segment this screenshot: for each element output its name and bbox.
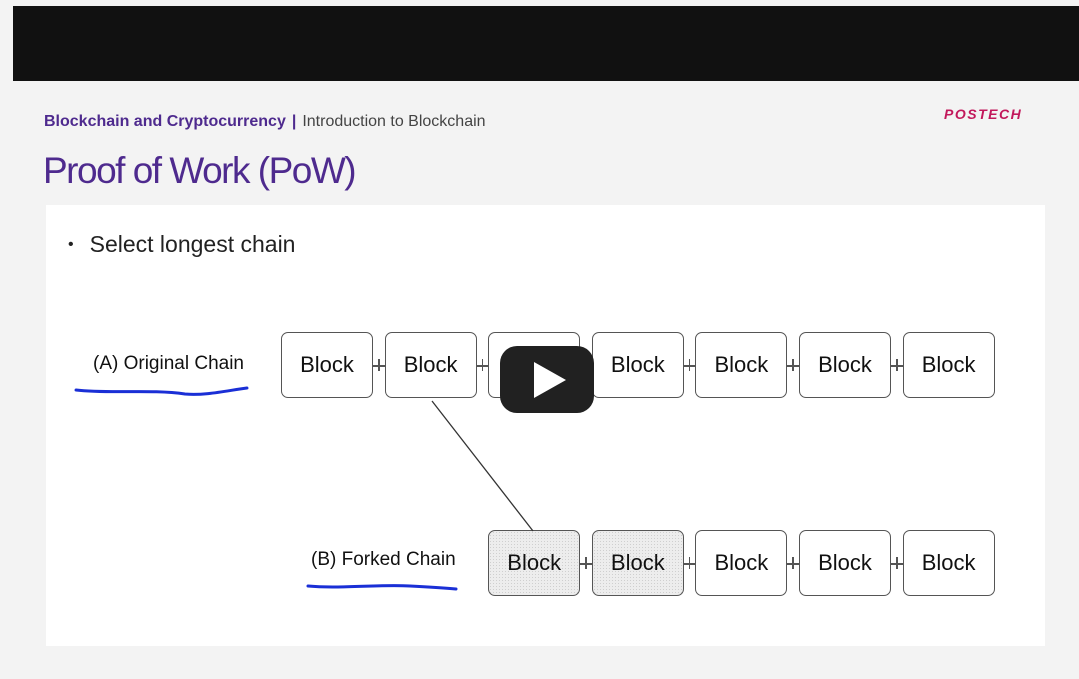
lecture-name: Introduction to Blockchain — [302, 113, 486, 130]
postech-logo: POSTECH — [944, 106, 1023, 122]
bullet-item: • Select longest chain — [68, 231, 295, 258]
original-chain-block: Block — [799, 332, 891, 398]
bullet-dot: • — [68, 236, 74, 253]
underline-forked — [306, 584, 458, 591]
forked-chain-block: Block — [799, 530, 891, 596]
slide-content: • Select longest chain (A) Original Chain… — [46, 205, 1045, 646]
forked-chain-connector-tick — [896, 557, 898, 569]
play-icon — [534, 361, 566, 398]
forked-chain-connector-tick — [585, 557, 587, 569]
original-chain-connector-tick — [378, 359, 380, 371]
breadcrumb-separator: | — [291, 113, 297, 130]
page-title: Proof of Work (PoW) — [43, 150, 357, 191]
original-chain-block: Block — [281, 332, 373, 398]
play-button[interactable] — [500, 346, 594, 413]
original-chain-connector-tick — [481, 359, 484, 371]
bullet-text: Select longest chain — [89, 231, 296, 257]
original-chain-block: Block — [695, 332, 788, 398]
video-top-bar — [13, 6, 1079, 81]
forked-chain-connector-tick — [688, 557, 691, 569]
original-chain-label: (A) Original Chain — [93, 353, 244, 374]
course-name: Blockchain and Cryptocurrency — [44, 113, 286, 130]
original-chain-block: Block — [591, 332, 684, 398]
forked-chain-block: Block — [488, 530, 581, 596]
original-chain-connector-tick — [688, 359, 691, 371]
forked-chain-block: Block — [695, 530, 788, 596]
original-chain-block: Block — [902, 332, 995, 398]
forked-chain-label: (B) Forked Chain — [311, 549, 456, 570]
forked-chain-connector-tick — [792, 557, 794, 569]
forked-chain-block: Block — [902, 530, 995, 596]
breadcrumb: Blockchain and Cryptocurrency | Introducti… — [44, 113, 486, 131]
forked-chain-block: Block — [591, 530, 684, 596]
underline-original — [74, 386, 249, 396]
original-chain-connector-tick — [896, 359, 898, 371]
fork-line — [431, 400, 534, 532]
original-chain-connector-tick — [792, 359, 794, 371]
original-chain-block: Block — [384, 332, 477, 398]
